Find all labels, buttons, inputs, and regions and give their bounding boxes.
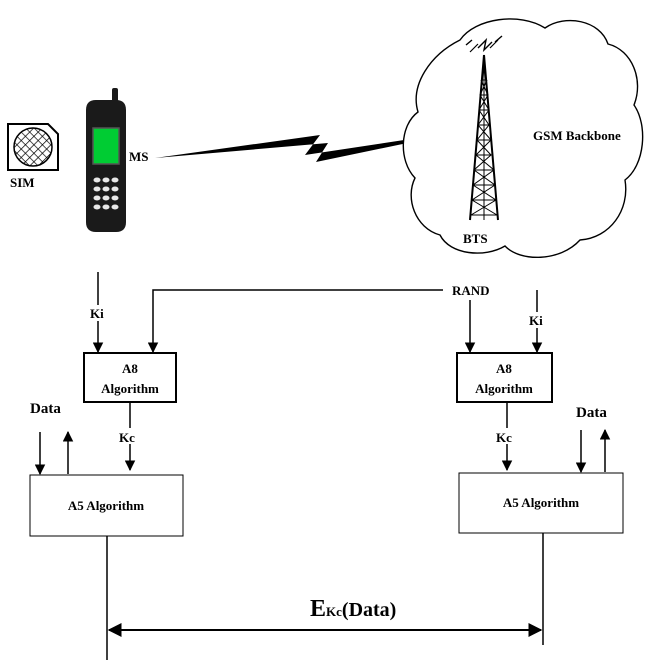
ki-left-label: Ki [90,306,104,321]
a8-algorithm-right-box [456,352,553,403]
encrypted-data-formula: EKc(Data) [310,596,396,622]
a8-right-line1: A8 [496,361,512,376]
ki-left-label-bg [86,305,110,321]
kc-right-label: Kc [496,430,512,445]
kc-right-label-bg [494,428,520,444]
a8-left-line2: Algorithm [101,381,159,396]
a5-left-label: A5 Algorithm [68,498,144,513]
a5-algorithm-right-box [458,472,624,534]
bts-tower-icon [465,35,503,221]
gsm-backbone-cloud [402,18,644,258]
rand-label: RAND [452,283,490,298]
ki-right-label-bg [525,312,549,328]
a8-left-line1: A8 [122,361,138,376]
data-right-label: Data [576,405,607,421]
bts-label: BTS [463,231,488,246]
kc-left-label-bg [117,428,143,444]
mobile-phone-icon [86,88,126,232]
sim-label: SIM [10,175,35,190]
sim-card-icon [7,123,59,171]
gsm-backbone-label: GSM Backbone [533,128,621,143]
a8-right-line2: Algorithm [475,381,533,396]
kc-left-label: Kc [119,430,135,445]
ms-label: MS [129,149,149,164]
a8-algorithm-left-box [83,352,177,403]
radio-link-icon [155,130,470,162]
data-left-label: Data [30,401,61,417]
ki-right-label: Ki [529,313,543,328]
a5-algorithm-left-box [29,474,184,537]
phone-screen [92,127,120,165]
a5-right-label: A5 Algorithm [503,495,579,510]
rand-to-left-a8-arrow [147,289,443,354]
